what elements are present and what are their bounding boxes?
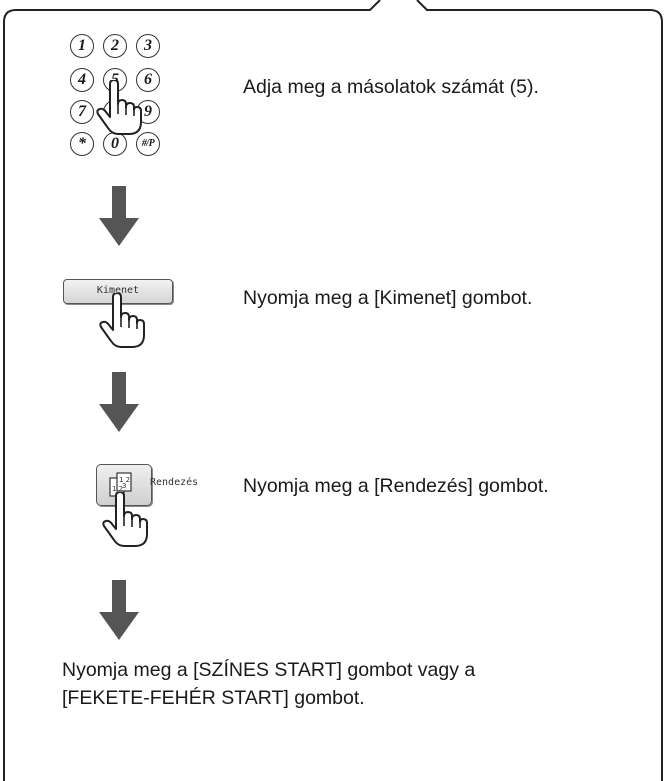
step-3-instruction: Nyomja meg a [Rendezés] gombot. xyxy=(243,475,549,497)
key-6[interactable]: 6 xyxy=(136,68,160,92)
key-2[interactable]: 2 xyxy=(103,34,127,58)
down-arrow-icon xyxy=(99,580,139,640)
kimenet-button[interactable]: Kimenet xyxy=(63,279,173,304)
step-1-instruction: Adja meg a másolatok számát (5). xyxy=(243,76,539,98)
key-1[interactable]: 1 xyxy=(70,34,94,58)
rendezes-caption: Rendezés xyxy=(150,477,199,488)
step-2-instruction: Nyomja meg a [Kimenet] gombot. xyxy=(243,287,533,309)
hand-pointer-icon xyxy=(96,80,142,135)
key-4[interactable]: 4 xyxy=(70,68,94,92)
svg-text:1 2: 1 2 xyxy=(119,476,130,484)
final-instruction-line-2: [FEKETE-FEHÉR START] gombot. xyxy=(62,687,365,709)
down-arrow-icon xyxy=(99,186,139,246)
down-arrow-icon xyxy=(99,372,139,432)
key-7[interactable]: 7 xyxy=(70,100,94,124)
numeric-keypad: 1 2 3 4 5 6 7 8 9 * 0 #/P xyxy=(58,30,180,158)
key-hash-p[interactable]: #/P xyxy=(136,132,160,156)
hand-pointer-icon xyxy=(99,293,145,348)
final-instruction: Nyomja meg a [SZÍNES START] gombot vagy … xyxy=(62,656,475,712)
svg-text:1 2: 1 2 xyxy=(112,485,123,493)
svg-text:3: 3 xyxy=(122,482,126,490)
hand-pointer-icon xyxy=(102,492,148,547)
key-3[interactable]: 3 xyxy=(136,34,160,58)
final-instruction-line-1: Nyomja meg a [SZÍNES START] gombot vagy … xyxy=(62,659,476,681)
key-star[interactable]: * xyxy=(70,132,94,156)
key-0[interactable]: 0 xyxy=(103,132,127,156)
sort-icon: 1 2 3 1 2 xyxy=(109,472,132,497)
